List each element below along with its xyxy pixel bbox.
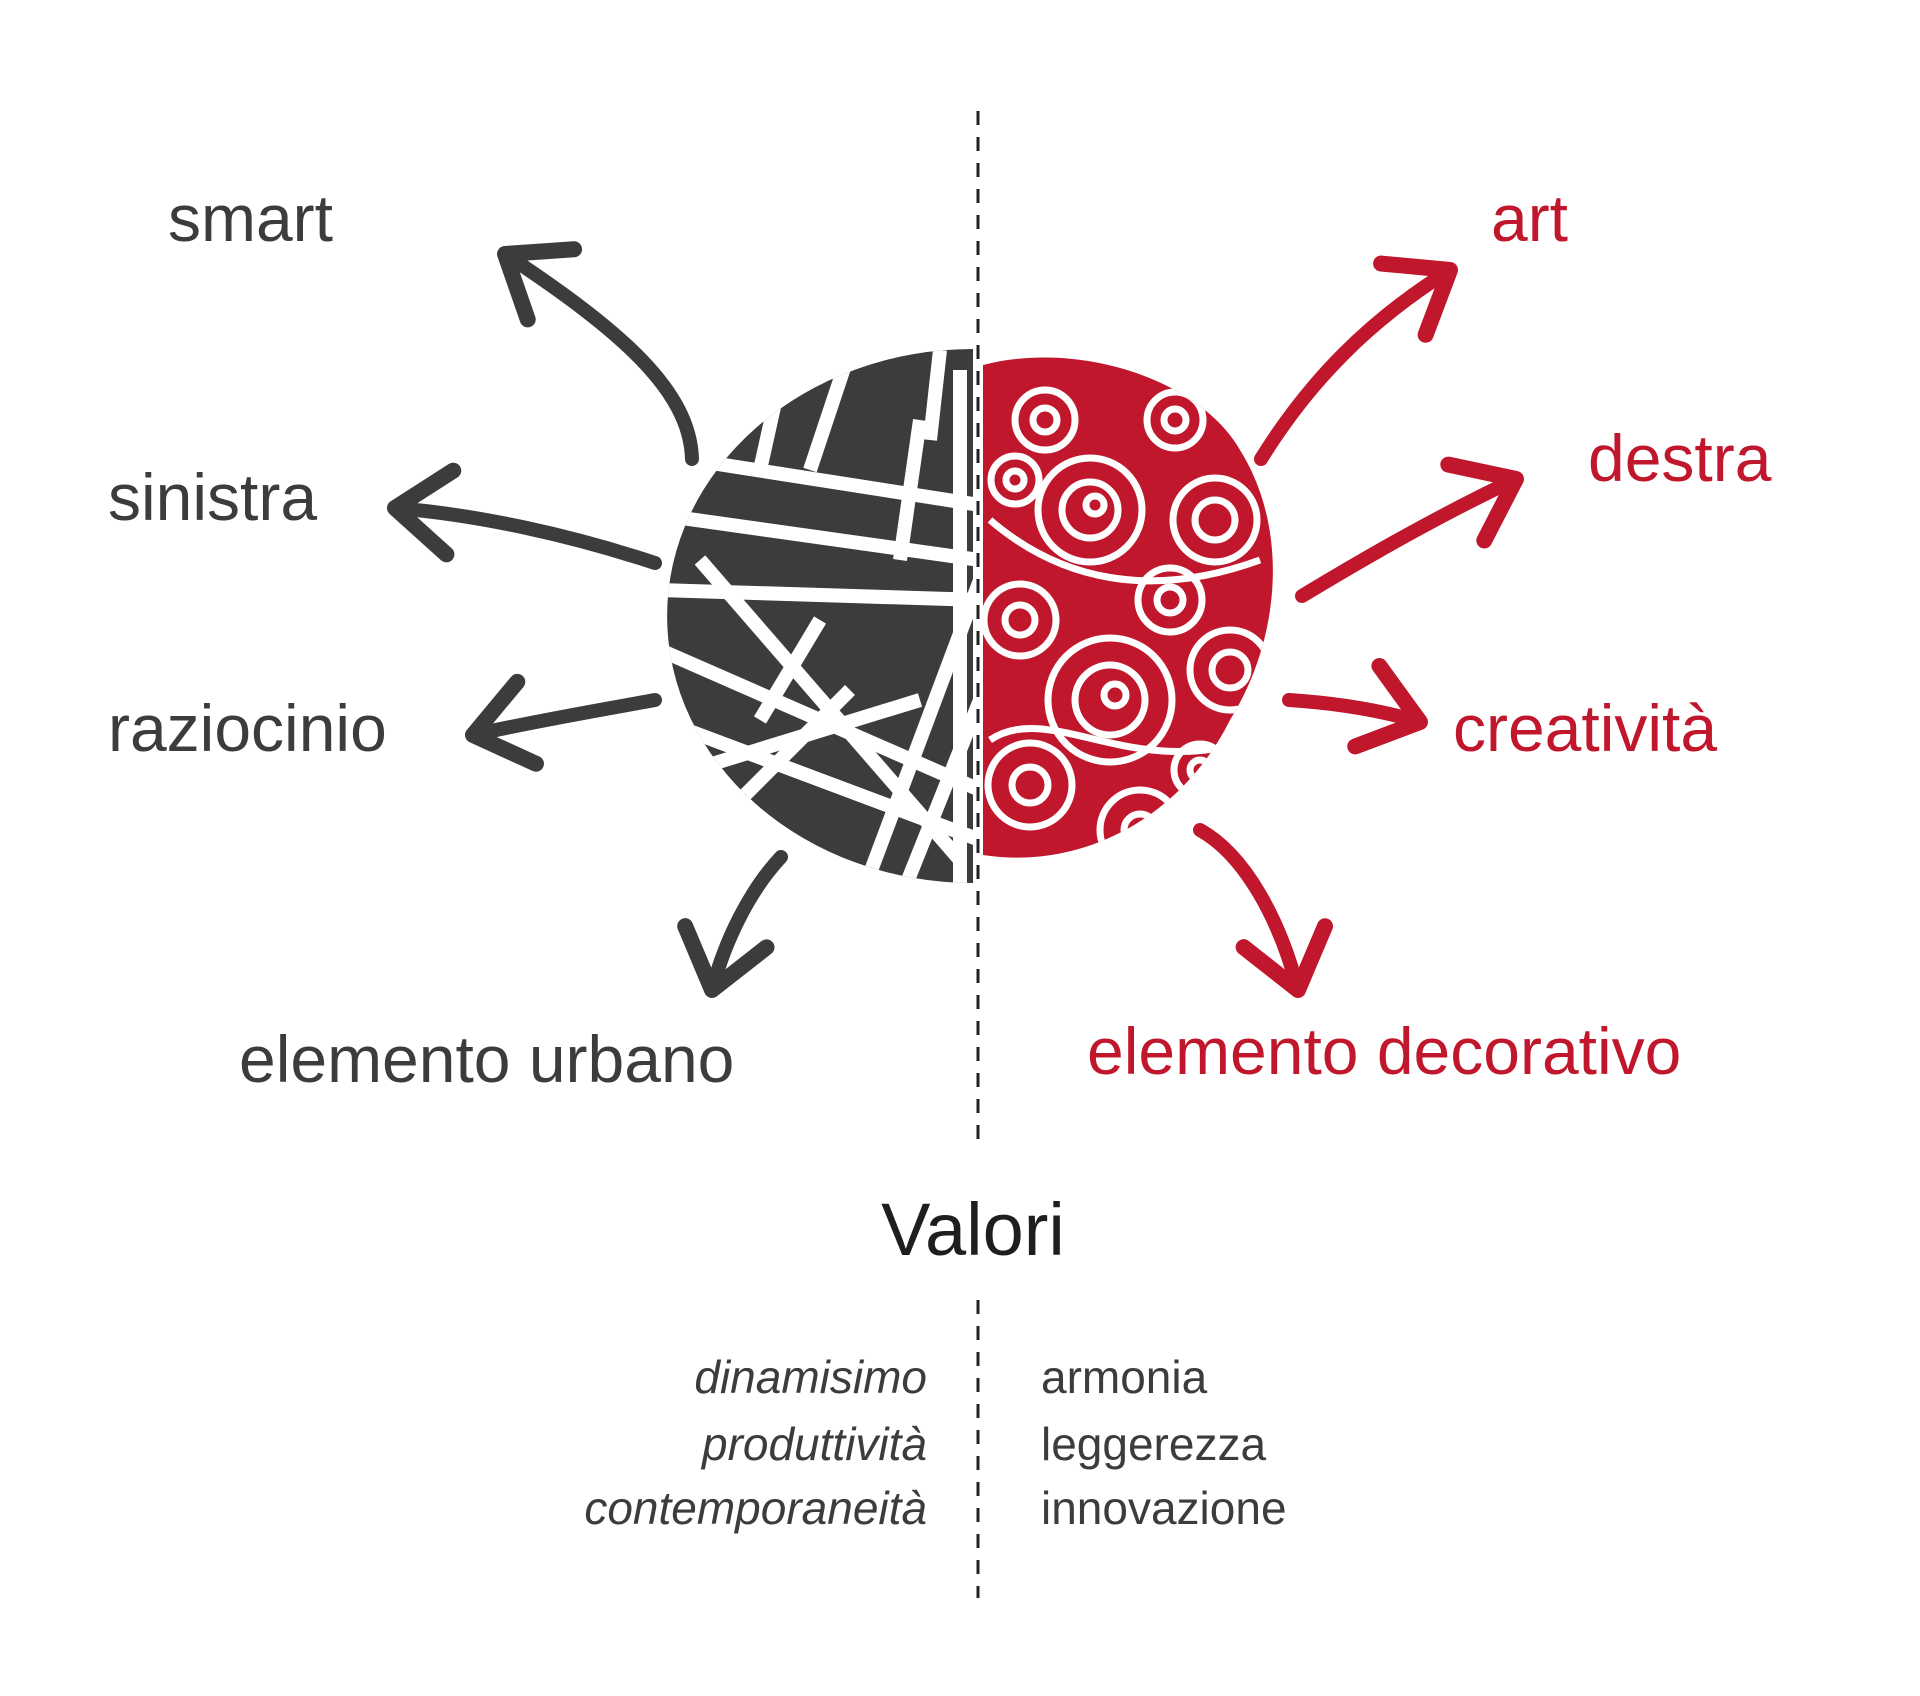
arrow-elemento-urbano	[677, 850, 788, 998]
label-sinistra: sinistra	[108, 460, 317, 534]
arrow-art	[1254, 255, 1458, 466]
arrow-raziocinio	[465, 673, 662, 772]
arrow-smart	[497, 241, 699, 466]
arrow-elemento-decorativo	[1193, 823, 1333, 998]
values-title: Valori	[881, 1188, 1065, 1271]
label-smart: smart	[168, 181, 333, 255]
value-right-2: leggerezza	[1041, 1418, 1266, 1470]
city-map-half-circle-icon	[667, 349, 973, 883]
value-left-3: contemporaneità	[584, 1482, 927, 1534]
value-left-1: dinamisimo	[694, 1351, 927, 1403]
label-raziocinio: raziocinio	[108, 691, 387, 765]
label-art: art	[1491, 181, 1568, 255]
value-right-1: armonia	[1041, 1351, 1208, 1403]
arrow-destra	[1295, 456, 1524, 603]
arrow-sinistra	[387, 462, 662, 570]
label-creativita: creatività	[1453, 691, 1717, 765]
label-elemento-decorativo: elemento decorativo	[1087, 1014, 1681, 1088]
value-right-3: innovazione	[1041, 1482, 1287, 1534]
label-elemento-urbano: elemento urbano	[239, 1022, 734, 1096]
value-left-2: produttività	[700, 1418, 927, 1470]
decorative-swirls-half-circle-icon	[983, 357, 1273, 858]
arrow-creativita	[1282, 657, 1428, 755]
label-destra: destra	[1588, 421, 1772, 495]
